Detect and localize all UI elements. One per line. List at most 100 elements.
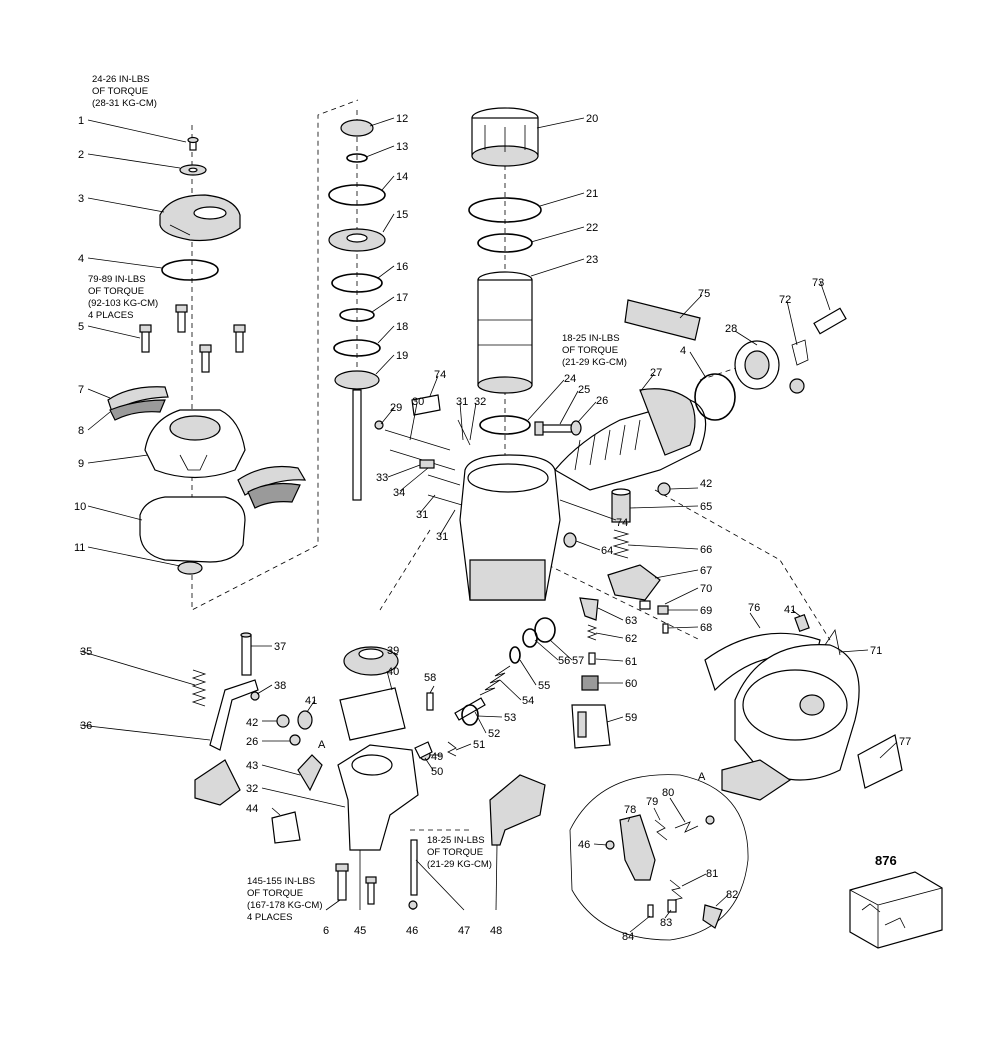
callout-23: 23 xyxy=(586,254,598,266)
part-65-valve xyxy=(611,488,631,523)
part-25-bolt xyxy=(534,421,573,436)
torque-note-24: 18-25 IN-LBS OF TORQUE (21-29 KG-CM) xyxy=(562,333,627,368)
callout-44: 44 xyxy=(246,803,258,815)
part-27-handle xyxy=(554,388,707,491)
callout-62: 62 xyxy=(625,633,637,645)
callout-79: 79 xyxy=(646,796,658,808)
part-59-block xyxy=(571,704,611,749)
callout-5: 5 xyxy=(78,321,84,333)
callout-14: 14 xyxy=(396,171,408,183)
torque-note-48-line-3: (21-29 KG-CM) xyxy=(427,859,492,870)
callout-33: 33 xyxy=(376,472,388,484)
lower-left-assembly xyxy=(191,617,556,910)
part-44-clip xyxy=(271,811,301,844)
callout-52: 52 xyxy=(488,728,500,740)
secondary-callouts: 4 31 31 74 41 42 26 32 46 xyxy=(246,345,796,937)
callout-59: 59 xyxy=(625,712,637,724)
callout-83: 83 xyxy=(660,917,672,929)
callout-58: 58 xyxy=(424,672,436,684)
part-62-spring xyxy=(586,624,598,641)
torque-note-5: 79-89 IN-LBS OF TORQUE (92-103 KG-CM) 4 … xyxy=(88,274,158,321)
torque-note-6-line-2: OF TORQUE xyxy=(247,888,303,899)
callout-21: 21 xyxy=(586,188,598,200)
part-3-cap xyxy=(159,194,241,242)
callout-11: 11 xyxy=(74,542,85,554)
callout-70: 70 xyxy=(700,583,712,595)
part-21-o-ring xyxy=(468,197,542,223)
callout-22: 22 xyxy=(586,222,598,234)
part-46-washer xyxy=(408,900,418,910)
trigger-assembly xyxy=(569,774,749,941)
connector-mark-a-right: A xyxy=(698,771,706,783)
part-49-50-51 xyxy=(414,741,457,761)
callout-56: 56 xyxy=(558,655,570,667)
callout-28: 28 xyxy=(725,323,737,335)
callout-82: 82 xyxy=(726,889,738,901)
callout-36: 36 xyxy=(80,720,92,732)
callout-31-lower-b: 31 xyxy=(436,531,448,543)
leader-lines xyxy=(79,117,898,933)
magazine-assembly xyxy=(704,613,903,801)
torque-note-24-line-1: 18-25 IN-LBS xyxy=(562,333,620,344)
part-4-o-ring-right xyxy=(694,373,736,421)
torque-note-24-line-2: OF TORQUE xyxy=(562,345,618,356)
torque-note-5-line-4: 4 PLACES xyxy=(88,310,133,321)
callout-73: 73 xyxy=(812,277,824,289)
torque-note-5-line-1: 79-89 IN-LBS xyxy=(88,274,146,285)
part-48-nosepiece xyxy=(489,774,546,846)
callout-17: 17 xyxy=(396,292,408,304)
part-26-washer-left xyxy=(289,734,301,746)
part-43-link xyxy=(297,754,323,792)
torque-note-48-line-1: 18-25 IN-LBS xyxy=(427,835,485,846)
callout-47: 47 xyxy=(458,925,470,937)
callout-32: 32 xyxy=(474,396,486,408)
part-24-o-ring xyxy=(479,415,531,435)
callout-12: 12 xyxy=(396,113,408,125)
part-71-canister xyxy=(721,628,860,801)
callout-61: 61 xyxy=(625,656,637,668)
part-79-80-springs xyxy=(654,815,715,841)
callout-72: 72 xyxy=(779,294,791,306)
torque-note-6-line-3: (167-178 KG-CM) xyxy=(247,900,323,911)
part-37-post xyxy=(240,632,252,676)
connector-mark-a-left: A xyxy=(318,739,326,751)
callout-74-right: 74 xyxy=(616,517,628,529)
part-41-bushing-left xyxy=(297,710,313,730)
torque-note-6: 145-155 IN-LBS OF TORQUE (167-178 KG-CM)… xyxy=(247,876,323,923)
part-63-trigger xyxy=(579,597,599,621)
part-40-gasket xyxy=(339,687,406,741)
torque-note-5-line-3: (92-103 KG-CM) xyxy=(88,298,158,309)
callout-74: 74 xyxy=(434,369,446,381)
part-16-o-ring xyxy=(331,273,383,293)
part-20-cage xyxy=(471,107,539,167)
part-81-spring xyxy=(669,879,683,901)
callout-78: 78 xyxy=(624,804,636,816)
kit-number: 876 xyxy=(875,853,897,868)
part-53-o-ring xyxy=(461,704,479,726)
part-77-label xyxy=(857,734,903,789)
callout-31: 31 xyxy=(456,396,468,408)
part-72-cap xyxy=(789,339,809,394)
part-64-nut xyxy=(563,532,577,548)
callout-1: 1 xyxy=(78,115,84,127)
callout-69: 69 xyxy=(700,605,712,617)
callout-7: 7 xyxy=(78,384,84,396)
part-8-right-pads xyxy=(237,465,307,509)
part-22-ring xyxy=(477,233,533,253)
part-23-cylinder xyxy=(477,271,533,394)
callout-55: 55 xyxy=(538,680,550,692)
housing xyxy=(459,454,561,601)
callout-32-left: 32 xyxy=(246,783,258,795)
part-47-pin xyxy=(410,839,418,896)
part-45-frame xyxy=(337,744,419,851)
part-46-washer-right xyxy=(605,840,615,850)
callout-26: 26 xyxy=(596,395,608,407)
part-2-washer xyxy=(179,164,207,176)
part-4-o-ring xyxy=(161,259,219,281)
part-13-ring xyxy=(346,153,368,163)
callout-39: 39 xyxy=(387,645,399,657)
part-83-pin xyxy=(667,899,677,913)
part-73-fitting xyxy=(813,307,847,335)
part-1-screw xyxy=(187,136,199,151)
